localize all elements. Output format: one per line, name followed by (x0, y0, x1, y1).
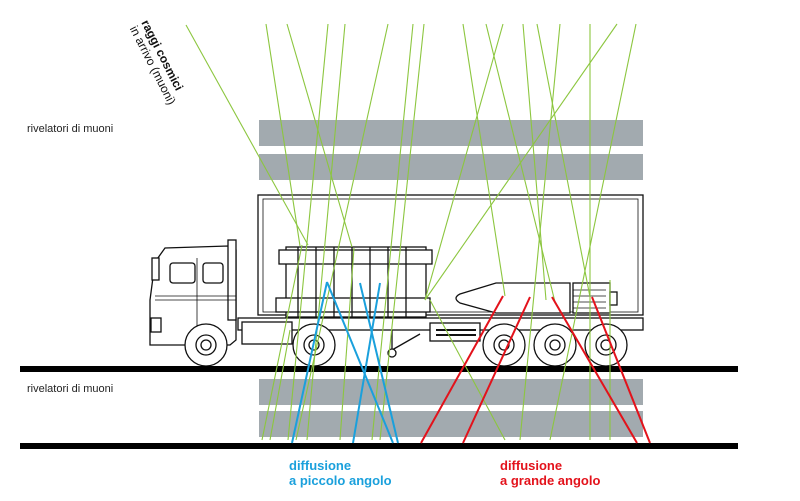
landing-gear-foot (387, 348, 397, 358)
upper-detectors-label: rivelatori di muoni (27, 123, 114, 135)
legend-small-angle-line2: a piccolo angolo (289, 473, 392, 488)
lower-detectors (259, 379, 643, 437)
legend-large-angle: diffusione a grande angolo (500, 458, 600, 488)
upper-detectors (259, 120, 643, 180)
legend-small-angle: diffusione a piccolo angolo (289, 458, 392, 488)
crate-cargo (275, 246, 433, 318)
mirror (151, 257, 160, 281)
cab-window-1 (169, 262, 196, 284)
ground-line-lower (20, 443, 738, 449)
fuel-tank (241, 321, 293, 345)
legend-large-angle-line1: diffusione (500, 458, 563, 473)
trailer-inner (262, 198, 639, 313)
legend-large-angle-line2: a grande angolo (500, 473, 601, 488)
lower-detector-plate-2 (259, 411, 643, 437)
dense-cylinder-cargo (455, 282, 618, 314)
lower-detectors-label: rivelatori di muoni (27, 383, 114, 395)
upper-detector-plate-2 (259, 154, 643, 180)
upper-detector-plate-1 (259, 120, 643, 146)
incoming-muon-rays (185, 23, 637, 441)
small-angle-scattering-rays (291, 281, 399, 444)
trailer-toolbox (429, 322, 481, 342)
cab-window-2 (202, 262, 224, 284)
large-angle-scattering-rays (420, 295, 651, 444)
exhaust-stack (227, 239, 237, 321)
lower-detector-plate-1 (259, 379, 643, 405)
legend-small-angle-line1: diffusione (289, 458, 352, 473)
